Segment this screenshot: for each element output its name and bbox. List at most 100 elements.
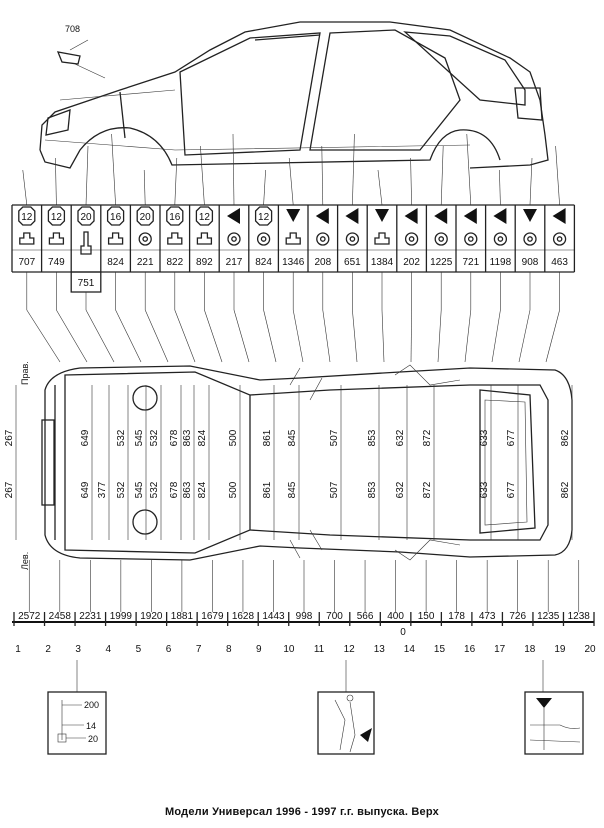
section-number: 4 (106, 644, 112, 655)
width-value: 678 (169, 481, 180, 498)
leader-line (352, 133, 355, 206)
width-value: 633 (479, 481, 490, 498)
callout-label: 708 (65, 24, 80, 34)
size-marker (47, 206, 66, 226)
section-number: 20 (584, 644, 596, 655)
table-column: 1198 (484, 205, 512, 272)
leader-line (518, 309, 531, 363)
leader-line (322, 309, 331, 363)
width-dimension: 872 872 (422, 385, 435, 540)
hole-icon (256, 232, 271, 246)
leader-line (263, 309, 277, 363)
section-number: 15 (434, 644, 446, 655)
triangle-left-icon (345, 208, 359, 224)
width-value: 677 (506, 481, 517, 498)
point-code: 463 (551, 257, 568, 268)
size-label: 12 (21, 212, 33, 223)
detail-inset-left: 200 14 20 (47, 660, 107, 755)
hole-icon (434, 232, 448, 246)
longitudinal-value: 2231 (79, 611, 102, 622)
hole-icon (316, 232, 330, 246)
leader-line (545, 309, 560, 363)
table-column: 1384 (366, 205, 394, 272)
leader-line (352, 309, 358, 363)
table-column: 208 (307, 205, 332, 272)
leader-line (174, 309, 196, 363)
section-number: 12 (344, 644, 356, 655)
leader-line (321, 145, 324, 206)
width-value: 845 (287, 481, 298, 498)
hole-icon (493, 232, 508, 246)
origin-label: 0 (400, 627, 406, 638)
longitudinal-value: 473 (479, 611, 496, 622)
width-value: 863 (182, 429, 193, 446)
width-value: 872 (422, 481, 433, 498)
size-label: 12 (199, 212, 211, 223)
leader-line (292, 309, 304, 363)
width-value: 545 (134, 481, 145, 498)
section-number: 16 (464, 644, 476, 655)
section-number: 6 (166, 644, 172, 655)
triangle-down-icon (286, 209, 301, 222)
table-column: 1346 (277, 205, 305, 272)
width-value: 633 (479, 429, 490, 446)
table-column: 721 (455, 205, 480, 272)
width-value: 632 (395, 429, 406, 446)
section-number: 11 (314, 644, 325, 655)
clamp-icon (107, 232, 124, 245)
longitudinal-value: 1920 (140, 611, 163, 622)
longitudinal-value: 726 (509, 611, 526, 622)
hole-icon (227, 232, 241, 246)
leader-line (55, 157, 57, 206)
size-marker (136, 206, 154, 226)
size-marker (18, 206, 36, 226)
detail-label-14: 14 (86, 721, 96, 731)
hole-icon (464, 232, 478, 246)
longitudinal-value: 2572 (18, 611, 41, 622)
leader-line (115, 309, 142, 363)
longitudinal-value: 178 (448, 611, 465, 622)
longitudinal-value: 400 (387, 611, 404, 622)
width-value: 863 (182, 481, 193, 498)
width-value: 500 (228, 429, 239, 446)
longitudinal-value: 566 (357, 611, 374, 622)
point-code: 824 (107, 257, 124, 268)
door-handle-callout: 708 (56, 24, 106, 79)
width-dimension: 633 633 (479, 385, 492, 540)
width-value: 862 (560, 481, 571, 498)
width-value: 861 (262, 481, 273, 498)
leader-line (56, 309, 88, 363)
point-code: 1198 (490, 257, 512, 268)
left-strut-mount (132, 509, 158, 535)
point-code-extra: 751 (78, 278, 95, 289)
size-marker (254, 206, 273, 226)
section-number: 1 (15, 644, 21, 655)
width-value: 872 (422, 429, 433, 446)
width-value: 377 (97, 481, 108, 498)
longitudinal-value: 998 (296, 611, 313, 622)
side-view-leaders (22, 133, 560, 206)
pin-icon (80, 231, 92, 255)
longitudinal-value: 1443 (262, 611, 285, 622)
leader-line (85, 145, 89, 206)
leader-line (466, 133, 472, 206)
clamp-icon (196, 232, 213, 245)
leader-line (200, 145, 205, 206)
width-value: 862 (560, 429, 571, 446)
table-column: 217 (218, 205, 243, 272)
width-value: 532 (149, 429, 160, 446)
